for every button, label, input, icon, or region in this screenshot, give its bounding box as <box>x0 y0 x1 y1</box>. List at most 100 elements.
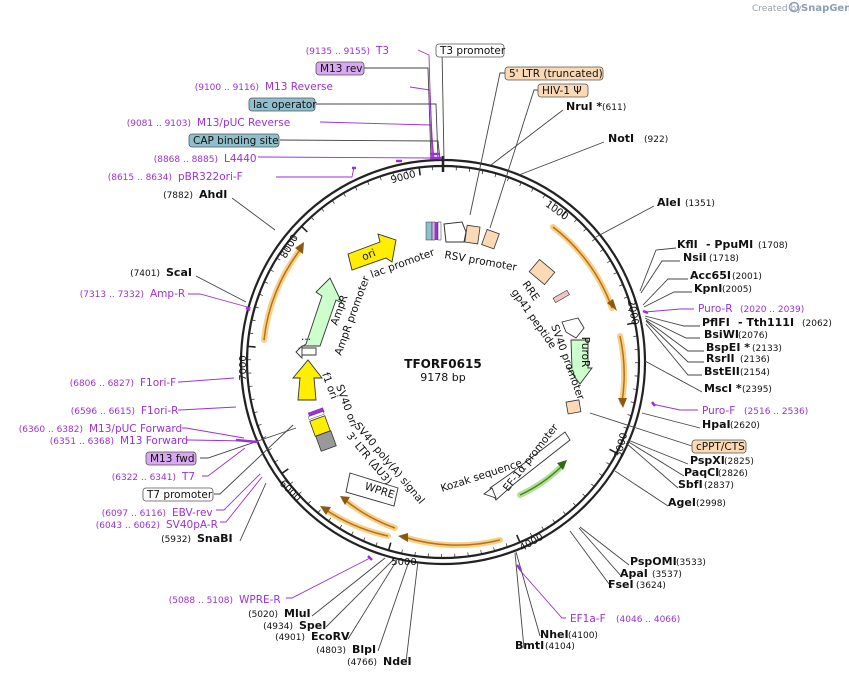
site-name: NotI <box>608 132 634 145</box>
site-name: NheI <box>540 628 569 641</box>
site-position: (2001) <box>732 272 762 282</box>
tick-mark <box>281 468 289 475</box>
primer-name: M13/pUC Reverse <box>197 117 290 129</box>
site-position: (3624) <box>636 581 666 591</box>
site-position: (5932) <box>161 535 191 545</box>
feature-box-label: CAP binding site <box>193 135 279 147</box>
site-name: ScaI <box>166 266 192 279</box>
tick-mark <box>392 172 395 177</box>
primer-position: (9135 .. 9155) <box>306 47 370 57</box>
tick-mark <box>563 511 567 515</box>
feature-box: T3 promoter <box>435 43 506 58</box>
primer-position: (6806 .. 6827) <box>70 379 134 389</box>
site-position: (3537) <box>652 570 682 580</box>
primer-position: (9081 .. 9103) <box>127 119 191 129</box>
brand-name: SnapGene <box>801 3 849 14</box>
site-position: (2133) <box>752 344 782 354</box>
primer-name: SV40pA-R <box>166 519 218 531</box>
site-name: NdeI <box>383 655 412 668</box>
site-position: (1351) <box>685 199 715 209</box>
tick-mark <box>591 483 595 487</box>
site-name: AgeI <box>668 496 696 509</box>
site-position: (4100) <box>568 631 598 641</box>
feature-box: HIV-1 Ψ <box>537 83 589 98</box>
primer-position: (4046 .. 4066) <box>616 615 680 625</box>
primer-position: (6043 .. 6062) <box>96 521 160 531</box>
feature-label: PuroR <box>579 337 591 368</box>
tick-mark <box>298 491 302 495</box>
tick-mark <box>343 192 346 197</box>
primer-position: (5088 .. 5108) <box>169 596 233 606</box>
tick-mark <box>561 209 568 217</box>
site-name: AleI <box>657 196 681 209</box>
primer-position: (2020 .. 2039) <box>740 305 804 315</box>
tick-label: 5000 <box>391 557 416 568</box>
primer-name: L4440 <box>224 153 257 165</box>
ef1a-arrow <box>517 460 567 498</box>
site-name: SpeI <box>299 619 326 632</box>
tick-mark <box>607 260 611 263</box>
feature-box: M13 rev <box>315 61 365 76</box>
tick-mark <box>507 177 510 182</box>
site-position: (1718) <box>709 254 739 264</box>
primer-name: Amp-R <box>150 288 185 300</box>
primer-labels: T3(9135 .. 9155)M13 Reverse(9100 .. 9116… <box>19 45 809 625</box>
site-position: (2062) <box>802 319 832 329</box>
feature-box-label: 5' LTR (truncated) <box>509 68 603 80</box>
tick-mark <box>619 284 624 287</box>
tick-mark <box>468 167 471 172</box>
tick-mark <box>289 481 294 485</box>
tick-mark <box>264 281 268 284</box>
tick-mark <box>249 332 254 334</box>
tick-mark <box>331 200 335 204</box>
site-position: (2620) <box>730 421 760 431</box>
primer-position: (8868 .. 8885) <box>154 155 218 165</box>
primer-name: T7 <box>181 471 195 483</box>
site-name: - PpuMI <box>706 238 753 251</box>
tick-mark <box>367 181 370 185</box>
tick-mark <box>574 218 578 223</box>
feature-box-label: M13 rev <box>320 63 363 75</box>
primer-name: M13 Reverse <box>265 81 333 93</box>
tick-mark <box>274 459 279 463</box>
feature-box: cPPT/CTS <box>691 439 747 454</box>
primer-name: M13/pUC Forward <box>89 423 182 435</box>
site-position: (7882) <box>163 191 193 201</box>
tick-mark <box>262 436 267 439</box>
tick-mark <box>481 170 484 175</box>
site-name: HpaI <box>702 418 731 431</box>
tick-mark <box>257 424 262 427</box>
site-name: MluI <box>284 607 311 620</box>
tick-mark <box>310 216 315 221</box>
site-position: (4766) <box>347 658 377 668</box>
tick-mark <box>609 448 617 454</box>
site-name: PspXI <box>690 454 725 467</box>
site-name: FseI <box>608 578 634 591</box>
site-name: NsiI <box>683 251 707 264</box>
tick-mark <box>553 201 557 206</box>
primer-name: EBV-rev <box>172 507 213 519</box>
site-name: PspOMI <box>630 555 677 568</box>
plasmid-size: 9178 bp <box>420 371 465 384</box>
primer-position: (8615 .. 8634) <box>108 173 172 183</box>
feature-box-label: cPPT/CTS <box>696 441 745 453</box>
site-name: - Tth111I <box>738 316 794 329</box>
site-name: BstEII <box>704 365 740 378</box>
feature-box-label: lac operator <box>253 99 317 111</box>
primer-marks <box>235 152 656 571</box>
tick-mark <box>591 238 596 242</box>
site-position: (4104) <box>545 642 575 652</box>
primer-name: pBR322ori-F <box>178 171 243 183</box>
site-name: SbfI <box>678 478 703 491</box>
snapgene-logo-icon <box>788 1 800 13</box>
primer-name: Puro-R <box>698 303 733 315</box>
tick-mark <box>248 385 253 387</box>
primer-name: F1ori-F <box>140 377 176 389</box>
site-position: (2005) <box>722 285 752 295</box>
site-position: (4934) <box>263 622 293 632</box>
site-name: EcoRV <box>311 630 350 643</box>
restriction-sites: NruI *(611)NotI(922)AleI(1351)KflI- PpuM… <box>130 100 832 668</box>
feature-box: T7 promoter <box>142 487 214 502</box>
tick-mark <box>339 524 343 529</box>
primer-position: (6097 .. 6116) <box>102 509 166 519</box>
